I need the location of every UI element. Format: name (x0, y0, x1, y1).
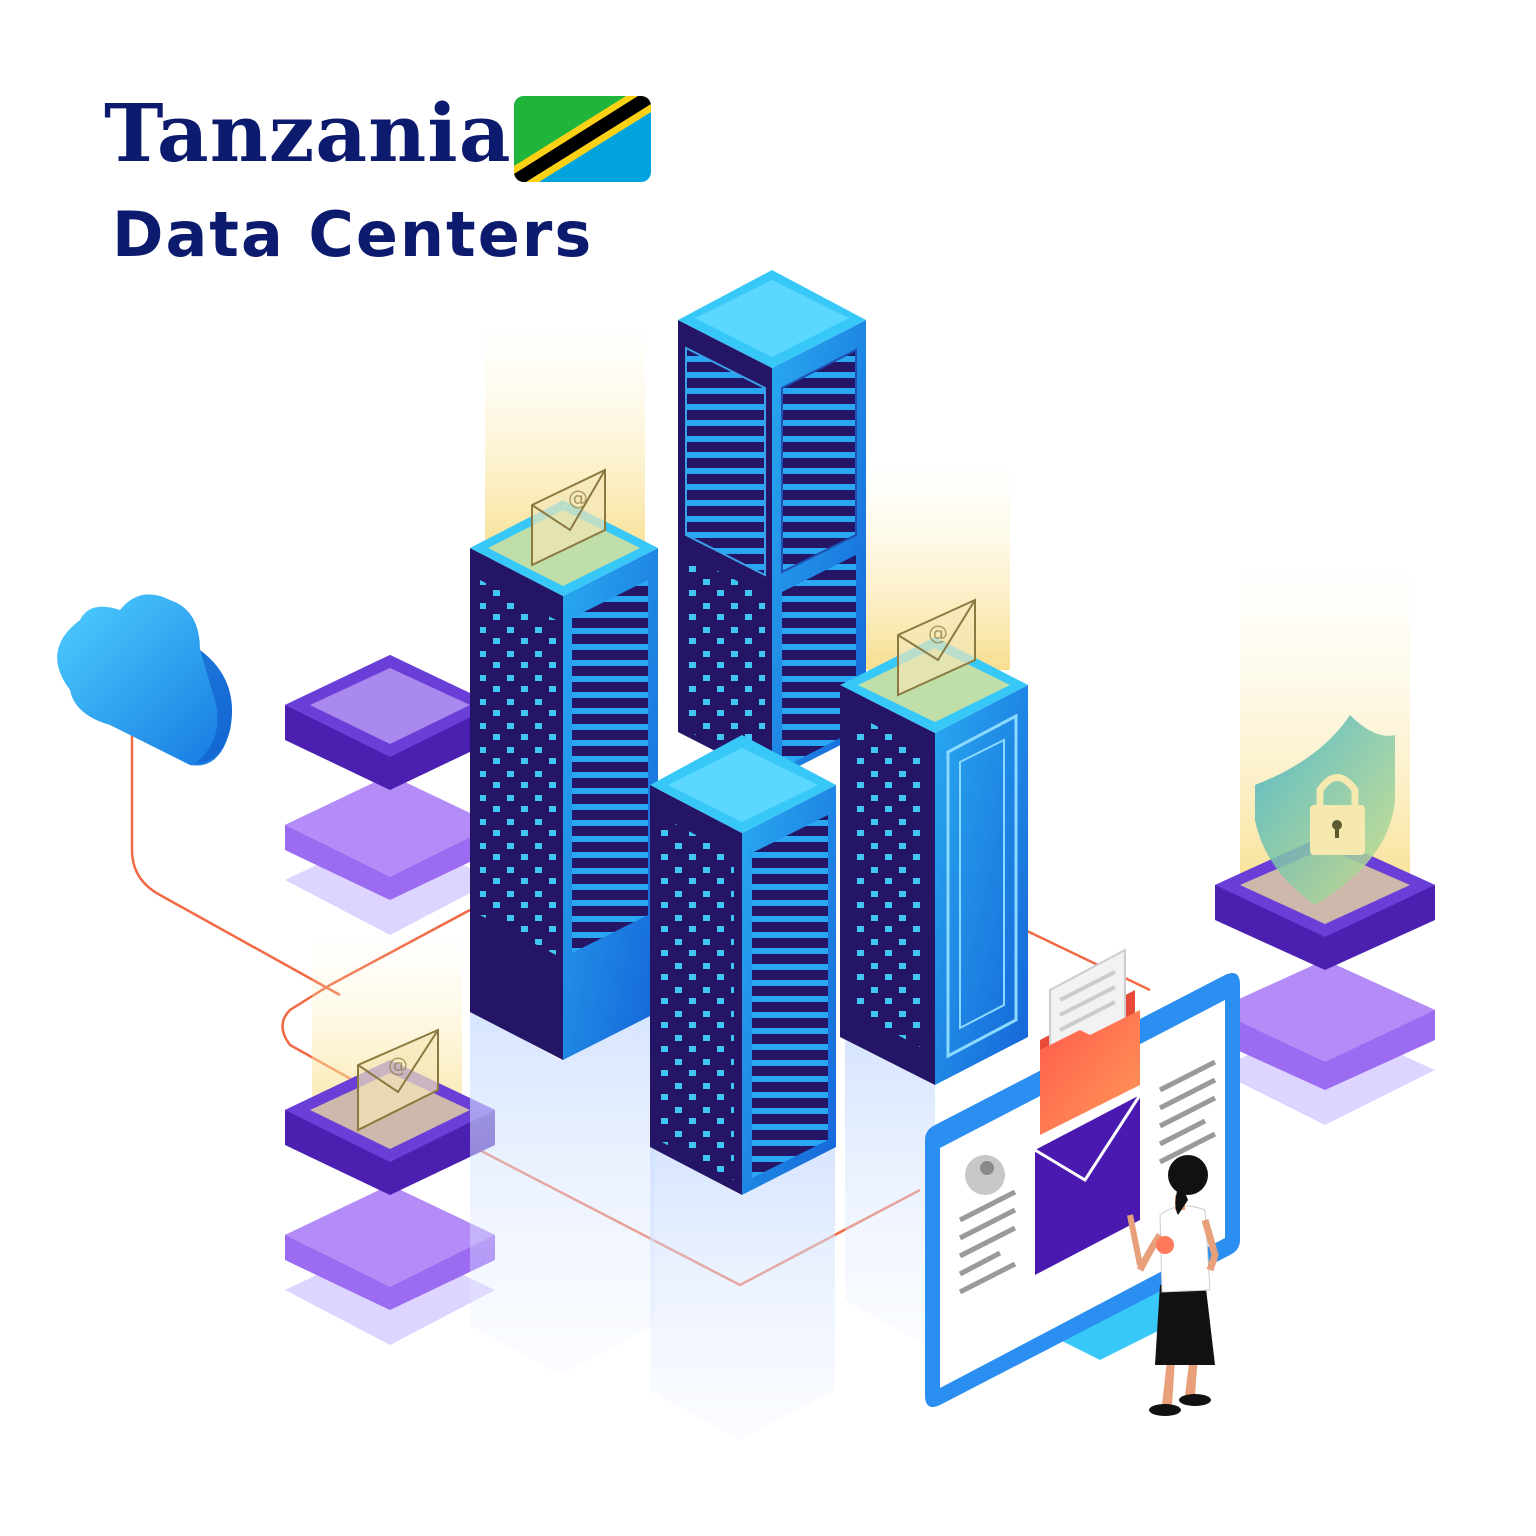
server-tower-right (840, 637, 1028, 1085)
svg-text:@: @ (568, 486, 588, 510)
platform-stack-left-lower (285, 1060, 495, 1345)
shield-lock-icon (1255, 715, 1395, 905)
folder-icon (1040, 948, 1140, 1135)
svg-text:@: @ (388, 1053, 408, 1077)
email-envelope-icon: @ (897, 598, 976, 697)
server-tower-tallest (678, 270, 866, 780)
monitor-screen (925, 972, 1240, 1408)
server-tower-left (470, 500, 658, 1060)
page-title: Tanzania (104, 86, 512, 180)
email-envelope-icon: @ (357, 1028, 439, 1132)
person-figure (1127, 1155, 1219, 1416)
tanzania-flag-icon (514, 96, 651, 182)
platform-stack-left-upper (285, 655, 495, 935)
tower-reflections (470, 1010, 935, 1440)
email-envelope-icon: @ (531, 468, 606, 567)
page-subtitle: Data Centers (112, 198, 594, 271)
svg-text:@: @ (928, 621, 948, 645)
cloud-icon (57, 594, 233, 766)
server-tower-front (650, 735, 836, 1195)
user-profile-icon (965, 1155, 1005, 1195)
